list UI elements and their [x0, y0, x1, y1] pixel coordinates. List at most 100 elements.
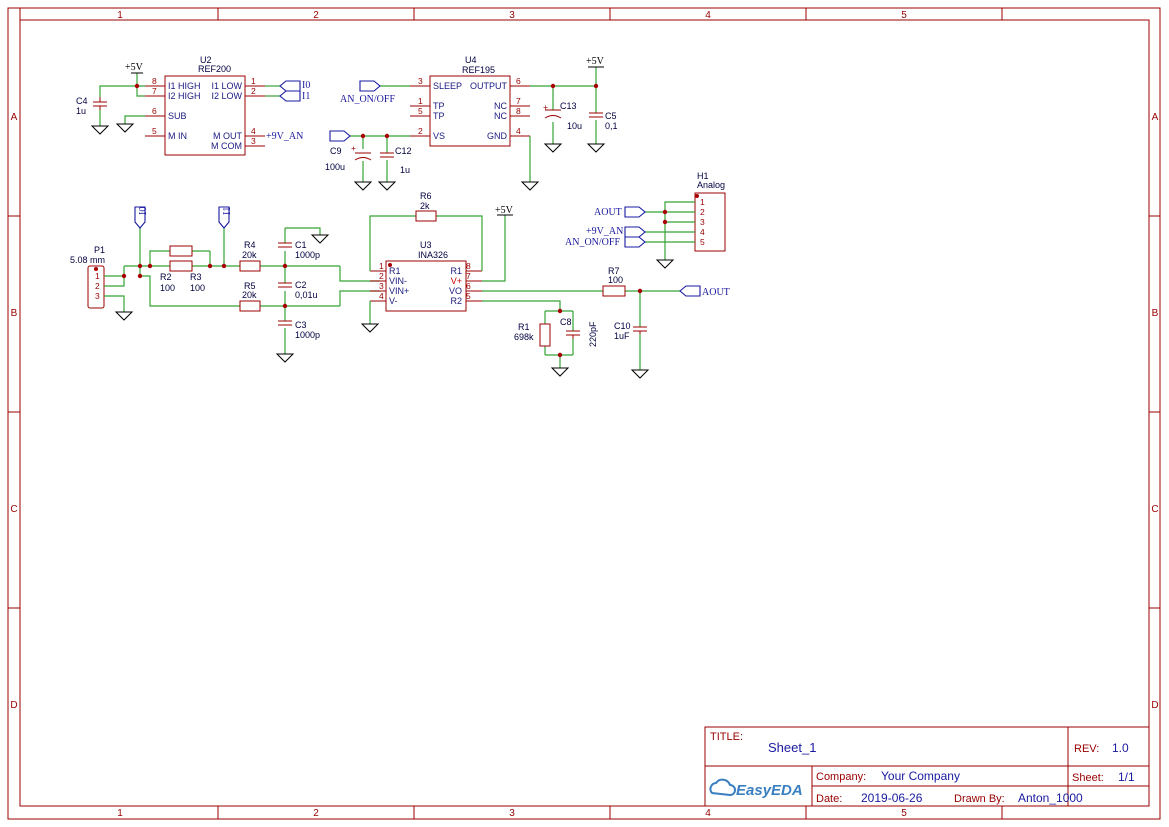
r7-value: 100: [608, 275, 623, 285]
sheet-label: Sheet:: [1072, 772, 1104, 784]
r1-ref: R1: [518, 322, 530, 332]
c5-capacitor[interactable]: C5 0,1: [589, 111, 618, 131]
u3-pin3-num: 3: [379, 281, 384, 291]
c13-capacitor[interactable]: + C13 10u: [543, 101, 582, 131]
u4-pin-vs: VS: [433, 131, 445, 141]
col-label-2-bottom: 2: [313, 808, 319, 819]
netlabel-i0-input[interactable]: I0: [134, 206, 149, 229]
p5v-label-u4: +5V: [586, 56, 605, 67]
h1-pin5: 5: [700, 237, 705, 247]
svg-text:+: +: [543, 102, 548, 112]
p5v-label-u3: +5V: [495, 205, 514, 216]
c13-value: 10u: [567, 121, 582, 131]
p1-pin3: 3: [95, 291, 100, 301]
netlabel-aout-output[interactable]: AOUT: [679, 285, 730, 298]
gnd-symbol-c3: [275, 353, 295, 363]
c2-ref: C2: [295, 280, 307, 290]
u4-pin3-num: 3: [418, 76, 423, 86]
sheet-title: Sheet_1: [768, 740, 816, 755]
netlabel-i0-u2[interactable]: I0: [279, 80, 310, 92]
r6-ref: R6: [420, 191, 432, 201]
c10-ref: C10: [614, 321, 631, 331]
row-label-d-right: D: [1151, 700, 1158, 711]
h1-ref: H1: [697, 171, 709, 181]
u4-pin-gnd: GND: [487, 131, 508, 141]
u2-pin-i1low: I1 LOW: [211, 81, 242, 91]
c8-capacitor[interactable]: C8 220pF: [560, 317, 598, 347]
r3-ref: R3: [190, 272, 202, 282]
r7-resistor[interactable]: R7 100: [602, 266, 626, 297]
r2-resistor[interactable]: R2 100: [160, 245, 193, 293]
c4-capacitor[interactable]: C4 1u: [76, 96, 107, 116]
u3-ina326[interactable]: U3 INA326 1 2 3 4 8 7 6 5 R1 VIN- VIN+ V…: [370, 240, 482, 312]
row-label-b: B: [11, 308, 18, 319]
c3-capacitor[interactable]: C3 1000p: [278, 320, 320, 340]
u3-pin8-num: 8: [466, 261, 471, 271]
input-wires: [104, 227, 380, 354]
p1-connector[interactable]: P1 5.08 mm 1 2 3: [70, 245, 105, 309]
r7-ref: R7: [608, 266, 620, 276]
h1-connector[interactable]: H1 Analog 1 2 3 4 5: [694, 171, 726, 252]
gnd-symbol-h1: [655, 259, 675, 269]
c12-value: 1u: [400, 165, 410, 175]
u4-ref: U4: [465, 55, 477, 65]
easyeda-logo: EasyEDA: [709, 778, 803, 799]
u2-value: REF200: [198, 64, 231, 74]
netlabel-vs-input[interactable]: [329, 130, 351, 142]
u4-pin8-num: 8: [516, 106, 521, 116]
c10-capacitor[interactable]: C10 1uF: [614, 321, 647, 341]
netlabel-p9v-h1[interactable]: +9V_AN: [586, 226, 646, 238]
p1-ref: P1: [94, 245, 105, 255]
u2-wires: [99, 73, 280, 126]
u3-pin7-num: 7: [466, 271, 471, 281]
svg-text:+: +: [351, 143, 356, 153]
netlabel-i1-input[interactable]: I1: [218, 206, 233, 229]
drawn-by-label: Drawn By:: [954, 793, 1005, 805]
u2-pin-i2high: I2 HIGH: [168, 91, 201, 101]
r1-resistor[interactable]: R1 698k: [514, 322, 551, 347]
netlabel-i1-u2[interactable]: I1: [279, 90, 310, 102]
p1-value: 5.08 mm: [70, 255, 105, 265]
c1-ref: C1: [295, 240, 307, 250]
u4-pin-nc1: NC: [494, 101, 507, 111]
u2-pin4-num: 4: [251, 126, 256, 136]
c1-capacitor[interactable]: C1 1000p: [278, 240, 320, 260]
r6-resistor[interactable]: R6 2k: [415, 191, 437, 222]
netlabel-aout-h1[interactable]: AOUT: [594, 206, 646, 218]
u4-pin-nc2: NC: [494, 111, 507, 121]
gnd-symbol-c5: [586, 143, 606, 153]
r3-resistor[interactable]: R3 100: [169, 260, 205, 293]
u2-ref200[interactable]: U2 REF200 8 7 6 5 1 2 4 3 I1 HIGH I2 HIG…: [145, 55, 265, 156]
r4-resistor[interactable]: R4 20k: [239, 240, 261, 272]
col-label-1-bottom: 1: [117, 808, 123, 819]
r4-value: 20k: [242, 250, 257, 260]
logo-text: EasyEDA: [736, 782, 803, 799]
company-label: Company:: [816, 771, 866, 783]
company-value: Your Company: [881, 769, 960, 783]
u4-pin-tp2: TP: [433, 111, 445, 121]
u3-pin-v-plus: V+: [451, 276, 462, 286]
row-label-a-right: A: [1152, 112, 1159, 123]
gnd-symbol-c12: [377, 181, 397, 191]
u2-pin-mout: M OUT: [213, 131, 242, 141]
u2-pin7-num: 7: [152, 86, 157, 96]
u4-pin-output: OUTPUT: [470, 81, 508, 91]
u3-pin2-num: 2: [379, 271, 384, 281]
u4-pin-sleep: SLEEP: [433, 81, 462, 91]
c12-capacitor[interactable]: C12 1u: [380, 146, 412, 175]
u4-pin1-num: 1: [418, 96, 423, 106]
power-5v-u3: +5V: [495, 205, 514, 216]
netlabel-an-on-off-h1[interactable]: AN_ON/OFF: [565, 236, 646, 248]
h1-pin3: 3: [700, 217, 705, 227]
c2-capacitor[interactable]: C2 0,01u: [278, 280, 318, 300]
c3-ref: C3: [295, 320, 307, 330]
r5-resistor[interactable]: R5 20k: [239, 281, 261, 312]
u3-pin-vo: VO: [449, 286, 462, 296]
i1-label-u2: I1: [302, 91, 310, 102]
u2-pin-mcom: M COM: [211, 141, 242, 151]
netlabel-an-on-off-u4[interactable]: AN_ON/OFF: [340, 80, 395, 105]
u4-ref195[interactable]: U4 REF195 3 1 5 2 6 7 8 4 SLEEP TP TP VS…: [410, 55, 530, 147]
c9-capacitor[interactable]: + C9 100u: [325, 143, 372, 172]
r1-value: 698k: [514, 332, 534, 342]
